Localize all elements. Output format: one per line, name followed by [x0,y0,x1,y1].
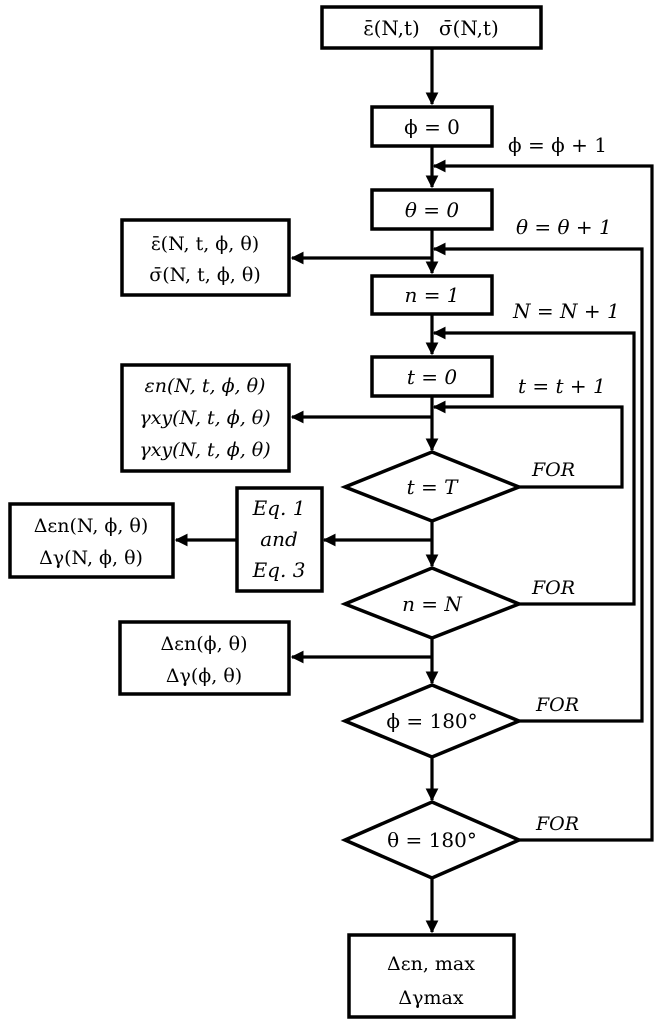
start-box [320,5,543,50]
delta-n-box [8,502,175,579]
theta-init-box [370,188,494,231]
equations-line-1: Eq. 1 [252,496,306,520]
theta-check-diamond [340,800,524,880]
equations-line-3: Eq. 3 [252,558,306,582]
n-check-label: n = N [402,592,463,616]
delta-box [118,620,291,696]
normal-shear-line-1: εn(N, t, ϕ, θ) [145,375,266,397]
t-init-box [370,355,494,398]
delta-line-1: Δεn(ϕ, θ) [160,633,247,655]
t-check-label: t = T [407,475,460,499]
for-label-n: FOR [531,577,575,599]
normal-shear-line-2: γxy(N, t, ϕ, θ) [139,407,270,429]
n-init-box [370,274,494,316]
loop-t [432,400,624,489]
delta-n-line-1: Δεn(N, ϕ, θ) [34,515,149,537]
t-check-diamond [340,450,524,523]
N-increment-label: N = N + 1 [512,299,620,323]
strain-stress-line-2: σ̄(N, t, ϕ, θ) [149,264,260,286]
normal-shear-line-3: γxy(N, t, ϕ, θ) [139,439,270,461]
start-label: ε̄(N,t) σ̄(N,t) [363,16,499,40]
n-check-diamond [340,566,524,640]
phi-init-label: ϕ = 0 [404,115,460,139]
t-init-label: t = 0 [407,365,458,389]
for-label-phi: FOR [535,694,579,716]
result-line-1: Δεn, max [387,953,475,975]
strain-stress-box [120,218,291,297]
equations-line-2: and [260,527,298,551]
phi-check-label: ϕ = 180° [386,709,477,733]
n-init-label: n = 1 [404,283,459,307]
theta-init-label: θ = 0 [405,198,460,222]
for-label-theta: FOR [535,813,579,835]
loop-n [432,326,636,606]
for-label-t: FOR [531,459,575,481]
phi-init-box [370,105,494,148]
equations-box [235,486,324,593]
theta-increment-label: θ = θ + 1 [516,215,612,239]
loop-phi [432,242,644,723]
delta-line-2: Δγ(ϕ, θ) [166,665,242,687]
delta-n-line-2: Δγ(N, ϕ, θ) [39,547,143,569]
t-increment-label: t = t + 1 [518,374,606,398]
strain-stress-line-1: ε̄(N, t, ϕ, θ) [151,233,259,255]
phi-increment-label: ϕ = ϕ + 1 [508,133,607,157]
result-line-2: Δγmax [398,987,463,1009]
normal-shear-box [120,363,291,473]
result-box [347,933,516,1019]
loop-theta [432,159,654,842]
theta-check-label: θ = 180° [387,828,477,852]
phi-check-diamond [340,683,524,759]
